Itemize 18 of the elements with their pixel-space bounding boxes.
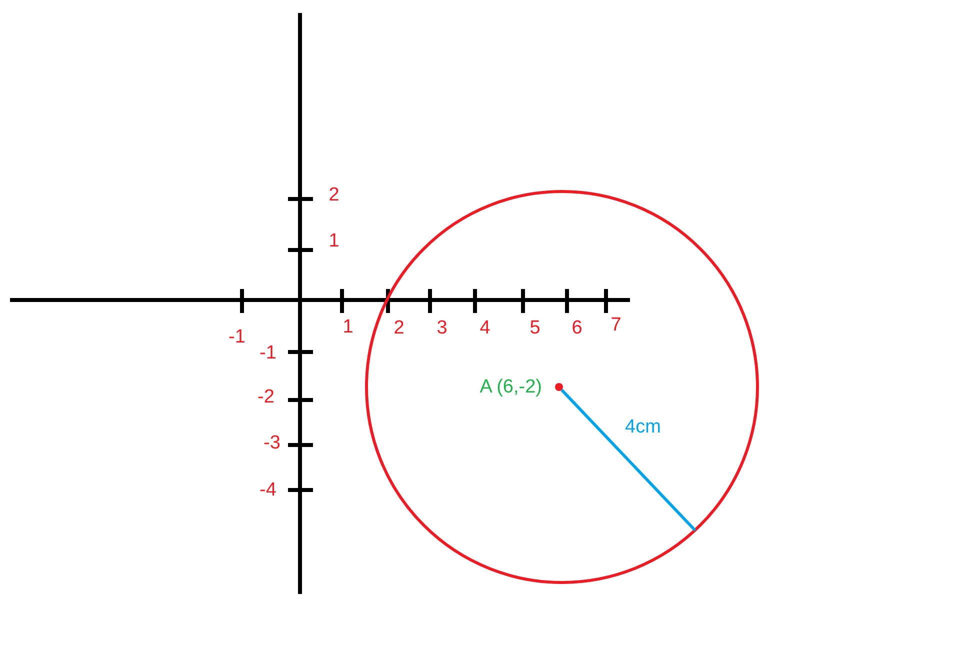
tick-label: 5 <box>530 318 540 338</box>
tick-label: 2 <box>328 186 340 204</box>
tick-label: -2 <box>258 388 274 406</box>
tick-label: -3 <box>264 434 280 452</box>
tick-label: -4 <box>260 480 276 500</box>
center-point <box>555 383 563 391</box>
radius-line <box>560 388 696 532</box>
tick-label: 7 <box>610 316 622 334</box>
point-label: A (6,-2) <box>480 378 542 396</box>
tick-label: -1 <box>260 344 276 362</box>
tick-label: 6 <box>572 318 582 338</box>
tick-label: 2 <box>394 318 404 338</box>
circle <box>365 190 759 584</box>
tick-label: 1 <box>342 318 354 336</box>
tick-label: 4 <box>480 318 490 338</box>
tick-label: 3 <box>436 318 448 338</box>
tick-label: -1 <box>228 328 246 346</box>
tick-label: 1 <box>328 232 340 250</box>
